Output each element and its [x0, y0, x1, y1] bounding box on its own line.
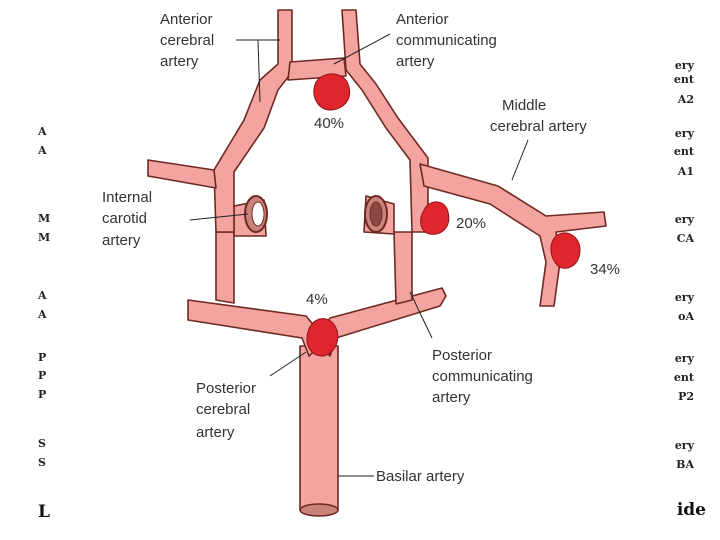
left-carotid-opening-inner [251, 201, 265, 227]
bg-right-fragment: BA [676, 458, 694, 471]
left-anterior-cerebral-segment [213, 9, 293, 233]
ica-percentage: 20% [456, 215, 486, 232]
bg-left-fragment: P [38, 388, 47, 401]
bg-right-fragment: A2 [677, 93, 694, 106]
bg-right-fragment: ent [673, 73, 694, 86]
acom-label: Anterior communicating artery [396, 11, 501, 70]
right-carotid-opening-inner [369, 201, 383, 227]
pcom-label: Posterior communicating artery [432, 347, 537, 406]
basilar-opening [299, 503, 339, 517]
mca-percentage: 34% [590, 261, 620, 278]
left-posterior-communicating-artery [215, 231, 235, 304]
right-middle-cerebral-artery [419, 163, 607, 307]
bg-right-fragment: ery [674, 59, 694, 72]
bg-left-fragment: A [38, 144, 47, 157]
bg-left-fragment: P [38, 351, 47, 364]
bg-right-fragment: oA [678, 310, 694, 323]
bg-right-fragment: A1 [677, 165, 694, 178]
bg-right-fragment: ery [674, 352, 694, 365]
acom-leader [333, 33, 391, 65]
labels: Anterior cerebral artery Anterior commun… [102, 11, 620, 485]
bg-right-fragment: ery [674, 439, 694, 452]
basilar-aneurysm [306, 318, 339, 357]
leader-lines [189, 33, 529, 477]
bg-bottom-left-fragment: L [38, 502, 50, 522]
ica-label: Internal carotid artery [102, 189, 156, 249]
ica-leader [189, 213, 249, 221]
mca-label: Middle cerebral artery [490, 97, 587, 135]
basilar-artery [299, 345, 339, 511]
acom-aneurysm [313, 73, 350, 111]
basilar-label: Basilar artery [376, 468, 465, 485]
aca-leader [257, 39, 261, 103]
bg-right-fragment: ery [674, 127, 694, 140]
vessel-openings [244, 195, 388, 517]
ica-aneurysm [420, 201, 450, 235]
bg-right-fragment: ery [674, 291, 694, 304]
bg-left-fragment: A [38, 289, 47, 302]
bg-left-fragment: A [38, 125, 47, 138]
bg-right-fragment: ent [673, 145, 694, 158]
acom-percentage: 40% [314, 115, 344, 132]
left-posterior-cerebral-artery [187, 299, 327, 357]
bg-left-fragment: S [38, 437, 46, 450]
bg-right-fragment: P2 [678, 390, 694, 403]
left-middle-cerebral-stub [147, 159, 217, 189]
bg-left-fragment: A [38, 308, 47, 321]
bg-right-fragment: ent [673, 371, 694, 384]
bg-right-fragment: CA [676, 232, 694, 245]
aca-label: Anterior cerebral artery [160, 11, 218, 70]
bg-left-fragment: S [38, 456, 46, 469]
pcom-leader [409, 291, 433, 339]
bg-bottom-right-fragment: ide [676, 500, 706, 520]
mca-aneurysm [550, 232, 581, 269]
bg-left-fragment: M [38, 212, 51, 225]
mca-leader [511, 139, 529, 181]
right-anterior-cerebral-segment [341, 9, 429, 233]
right-posterior-communicating-artery [393, 231, 413, 305]
bg-right-fragment: ery [674, 213, 694, 226]
basilar-percentage: 4% [306, 291, 328, 308]
bg-left-fragment: M [38, 231, 51, 244]
bg-left-fragment: P [38, 369, 47, 382]
circle-of-willis-diagram: Anterior cerebral artery Anterior commun… [102, 9, 620, 517]
pca-leader [269, 351, 307, 377]
aneurysms [306, 73, 581, 357]
pca-label: Posterior cerebral artery [196, 380, 260, 441]
circle-of-willis-figure: Anterior cerebral artery Anterior commun… [94, 0, 670, 526]
